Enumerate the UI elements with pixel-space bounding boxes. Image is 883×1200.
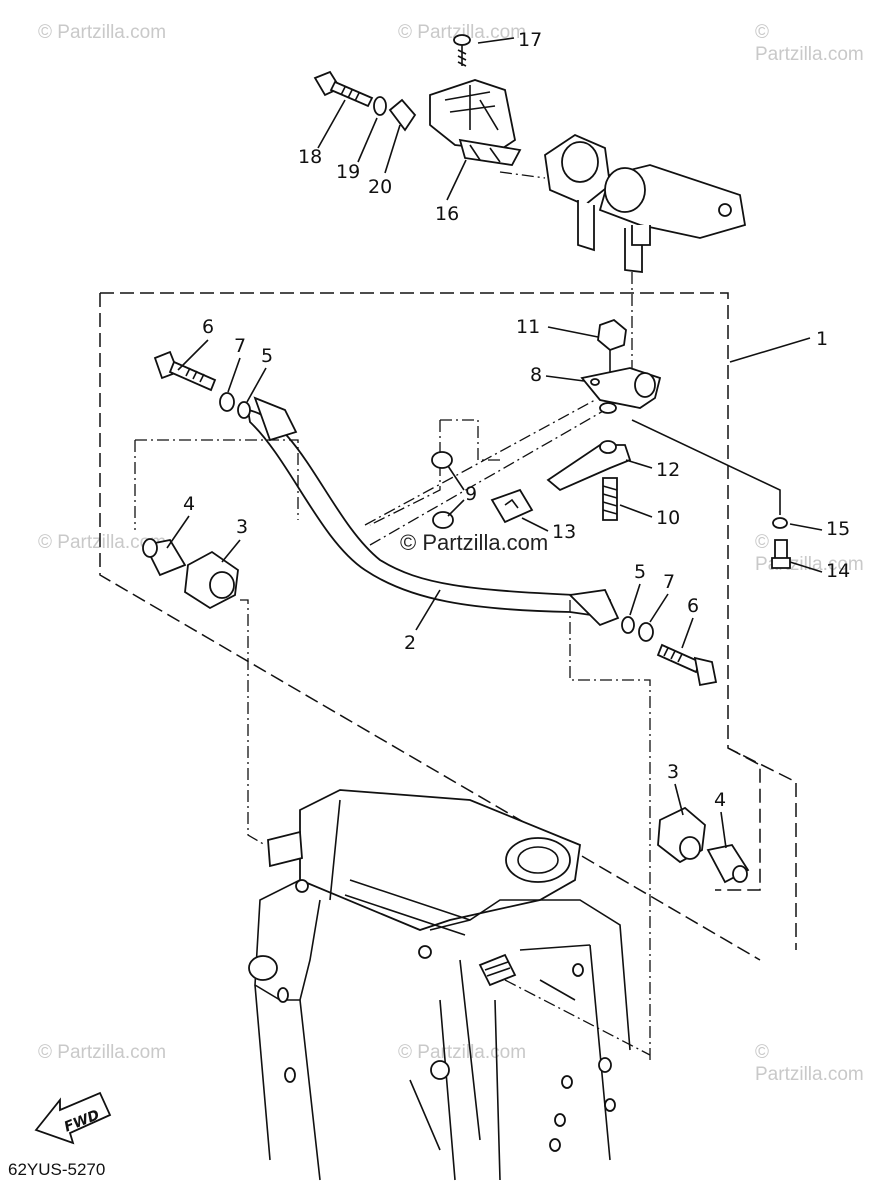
callout-4-bottom: 4 — [714, 789, 726, 811]
bushing-5-left — [237, 401, 251, 419]
nut-3-left — [184, 550, 239, 610]
watermark-top-left: © Partzilla.com — [38, 22, 167, 43]
callout-6-top: 6 — [202, 316, 214, 338]
callout-8: 8 — [530, 364, 542, 386]
diagram-code: 62YUS-5270 — [8, 1160, 106, 1179]
bolt-14 — [771, 539, 791, 569]
fwd-arrow-icon: FWD — [34, 1091, 112, 1145]
callout-20: 20 — [368, 176, 392, 198]
stud-10 — [602, 477, 618, 521]
callout-7-top: 7 — [234, 335, 246, 357]
washer-19 — [373, 96, 387, 116]
bolt-6-right — [656, 643, 718, 687]
collar-4-left — [142, 538, 187, 577]
connector-bracket-arm — [499, 171, 546, 179]
parts-lower-right-boundary — [569, 600, 651, 1060]
callout-16: 16 — [435, 203, 459, 225]
connector-plate-15 — [631, 419, 781, 515]
callout-18: 18 — [298, 146, 322, 168]
nut-3-right — [657, 806, 706, 864]
lever-12 — [546, 440, 632, 492]
watermark-bottom-left: © Partzilla.com — [38, 1042, 167, 1063]
assembly-boundary-right-lower — [715, 747, 761, 891]
callout-9: 9 — [465, 483, 477, 505]
callout-4-top: 4 — [183, 493, 195, 515]
watermark-bottom-center: © Partzilla.com — [398, 1042, 527, 1063]
callout-5-top: 5 — [261, 345, 273, 367]
callout-3-bottom: 3 — [667, 761, 679, 783]
parts-lower-right-line — [504, 979, 651, 1056]
callout-13: 13 — [552, 521, 576, 543]
watermark-mid-left: © Partzilla.com — [38, 532, 167, 553]
callout-14: 14 — [826, 560, 850, 582]
callout-11: 11 — [516, 316, 540, 338]
bolt-18 — [313, 70, 374, 108]
screw-17 — [453, 34, 471, 67]
watermark-center: © Partzilla.com — [400, 530, 549, 555]
callout-3-top: 3 — [236, 516, 248, 538]
callout-12: 12 — [656, 459, 680, 481]
collar-20 — [388, 98, 417, 132]
washer-under-plate — [599, 402, 617, 414]
callout-19: 19 — [336, 161, 360, 183]
bolt-6-left — [153, 350, 217, 392]
swivel-bracket — [248, 789, 631, 1181]
nut-11 — [597, 318, 627, 352]
watermark-top-center: © Partzilla.com — [398, 22, 527, 43]
connector-rod-plate-2 — [364, 399, 596, 526]
watermark-top-right: © Partzilla.com — [755, 22, 864, 65]
callout-5-bottom: 5 — [634, 561, 646, 583]
plate-8 — [580, 367, 662, 409]
callout-7-bottom: 7 — [663, 571, 675, 593]
collar-4-right — [706, 843, 750, 884]
callout-15: 15 — [826, 518, 850, 540]
washer-7-left — [219, 392, 235, 412]
steering-bracket — [429, 79, 522, 166]
parts-3-4-boundary — [134, 439, 299, 530]
parts-9-boundary-2 — [369, 420, 441, 526]
watermark-bottom-right: © Partzilla.com — [755, 1042, 864, 1085]
callout-10: 10 — [656, 507, 680, 529]
clip-13 — [490, 488, 534, 524]
bushing-5-right — [621, 616, 635, 634]
connector-rod-plate — [369, 409, 606, 546]
steering-arm — [544, 133, 747, 274]
callout-1: 1 — [816, 328, 828, 350]
grommet-9-top — [431, 451, 453, 469]
callout-17: 17 — [518, 29, 542, 51]
washer-15 — [772, 517, 788, 529]
callout-6-bottom: 6 — [687, 595, 699, 617]
link-rod-2 — [246, 396, 620, 627]
parts-9-boundary — [440, 419, 500, 461]
washer-7-right — [638, 622, 654, 642]
callout-2: 2 — [404, 632, 416, 654]
parts-3-4-down-left — [240, 599, 266, 846]
